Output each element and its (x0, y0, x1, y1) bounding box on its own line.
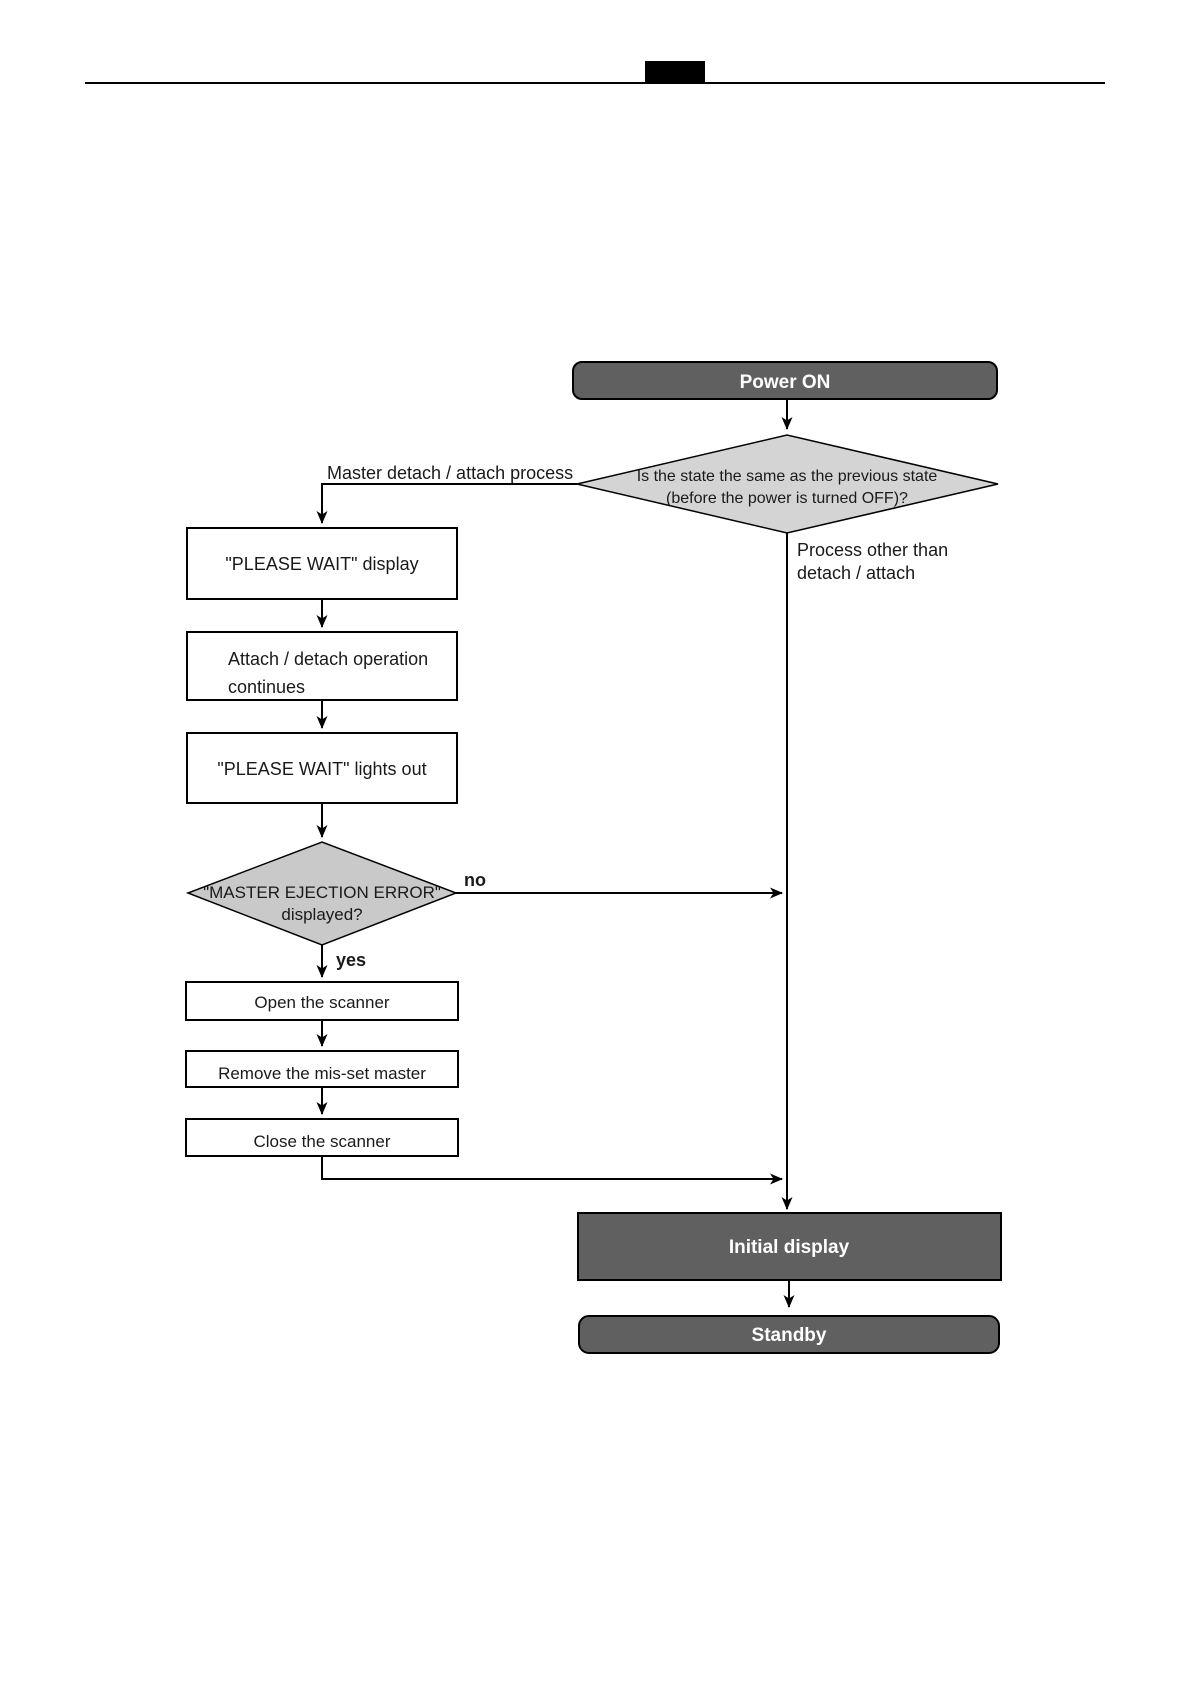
process-close-scanner-label: Close the scanner (253, 1132, 390, 1151)
branch-right-label-line1: Process other than (797, 540, 948, 560)
start-node-label: Power ON (740, 372, 831, 393)
decision-previous-state-line2: (before the power is turned OFF)? (666, 490, 908, 507)
node-standby (578, 1315, 1000, 1354)
branch-left-label: Master detach / attach process (327, 463, 573, 483)
process-please-wait-lights-out (186, 732, 458, 804)
process-please-wait-lights-out-label: "PLEASE WAIT" lights out (217, 759, 426, 779)
start-node-power-on (572, 361, 998, 400)
decision-master-ejection-error (185, 841, 459, 946)
process-remove-master (185, 1050, 459, 1088)
node-standby-label: Standby (752, 1325, 827, 1346)
process-please-wait-display (186, 527, 458, 600)
node-initial-display (577, 1212, 1002, 1281)
process-attach-detach-continues (186, 631, 458, 701)
arrow-close-to-main (321, 1156, 783, 1185)
no-branch-label: no (464, 870, 486, 890)
decision-previous-state (576, 434, 999, 534)
arrow-decision-to-pleasewait (316, 483, 577, 524)
process-attach-detach-line1: Attach / detach operation (228, 649, 428, 669)
process-close-scanner (185, 1118, 459, 1157)
decision-previous-state-line1: Is the state the same as the previous st… (637, 468, 938, 485)
process-open-scanner (185, 981, 459, 1021)
process-remove-master-label: Remove the mis-set master (218, 1064, 426, 1083)
node-initial-display-label: Initial display (729, 1237, 850, 1258)
branch-right-label-line2: detach / attach (797, 563, 915, 583)
header-redaction-block (645, 61, 705, 83)
process-please-wait-display-label: "PLEASE WAIT" display (225, 554, 418, 574)
yes-branch-label: yes (336, 950, 366, 970)
process-open-scanner-label: Open the scanner (254, 993, 389, 1012)
decision-ejection-error-line1: "MASTER EJECTION ERROR" (203, 883, 441, 902)
decision-ejection-error-line2: displayed? (281, 905, 362, 924)
process-attach-detach-line2: continues (228, 677, 305, 697)
